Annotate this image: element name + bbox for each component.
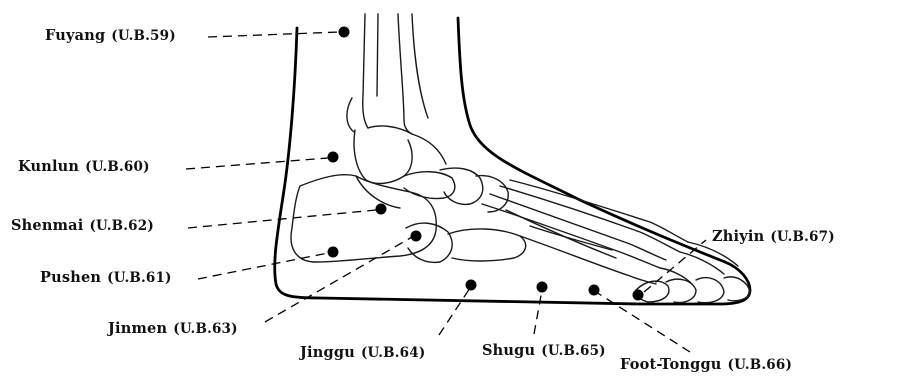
label-kunlun-name: Kunlun xyxy=(18,158,79,175)
leader-pushen xyxy=(198,253,328,279)
label-kunlun: Kunlun (U.B.60) xyxy=(18,158,150,175)
label-pushen: Pushen (U.B.61) xyxy=(40,269,172,286)
label-foot-tonggu: Foot-Tonggu (U.B.66) xyxy=(620,356,792,373)
point-jinmen xyxy=(411,231,422,242)
leader-fuyang xyxy=(208,32,340,37)
label-jinmen-code: (U.B.63) xyxy=(173,321,238,337)
label-shenmai-name: Shenmai xyxy=(11,217,83,234)
label-zhiyin-name: Zhiyin xyxy=(712,228,764,245)
tarsal-bones xyxy=(291,130,526,262)
point-jinggu xyxy=(466,280,477,291)
label-pushen-name: Pushen xyxy=(40,269,101,286)
point-shugu xyxy=(537,282,548,293)
label-fuyang: Fuyang (U.B.59) xyxy=(45,27,176,44)
point-kunlun xyxy=(328,152,339,163)
label-jinggu-name: Jinggu xyxy=(300,344,355,361)
point-foot-tonggu xyxy=(589,285,600,296)
label-jinmen: Jinmen (U.B.63) xyxy=(108,320,238,337)
leg-bones xyxy=(347,14,446,164)
label-shenmai: Shenmai (U.B.62) xyxy=(11,217,154,234)
label-zhiyin-code: (U.B.67) xyxy=(770,229,835,245)
label-kunlun-code: (U.B.60) xyxy=(85,159,150,175)
point-pushen xyxy=(328,247,339,258)
label-shugu: Shugu (U.B.65) xyxy=(482,342,606,359)
leader-kunlun xyxy=(186,158,328,169)
label-jinmen-name: Jinmen xyxy=(108,320,167,337)
leader-shugu xyxy=(534,290,542,334)
label-foot-tonggu-code: (U.B.66) xyxy=(728,357,793,373)
leader-shenmai xyxy=(188,210,376,228)
label-shugu-name: Shugu xyxy=(482,342,535,359)
label-jinggu: Jinggu (U.B.64) xyxy=(300,344,425,361)
label-foot-tonggu-name: Foot-Tonggu xyxy=(620,356,722,373)
label-zhiyin: Zhiyin (U.B.67) xyxy=(712,228,835,245)
label-jinggu-code: (U.B.64) xyxy=(361,345,426,361)
label-shenmai-code: (U.B.62) xyxy=(89,218,154,234)
point-fuyang xyxy=(339,27,350,38)
label-pushen-code: (U.B.61) xyxy=(107,270,172,286)
point-shenmai xyxy=(376,204,387,215)
label-fuyang-code: (U.B.59) xyxy=(111,28,176,44)
label-shugu-code: (U.B.65) xyxy=(541,343,606,359)
label-fuyang-name: Fuyang xyxy=(45,27,105,44)
point-zhiyin xyxy=(633,290,644,301)
acupoint-dots xyxy=(328,27,644,301)
leader-jinmen xyxy=(265,237,412,322)
leader-jinggu xyxy=(439,288,470,335)
metatarsal-bones xyxy=(482,180,750,303)
